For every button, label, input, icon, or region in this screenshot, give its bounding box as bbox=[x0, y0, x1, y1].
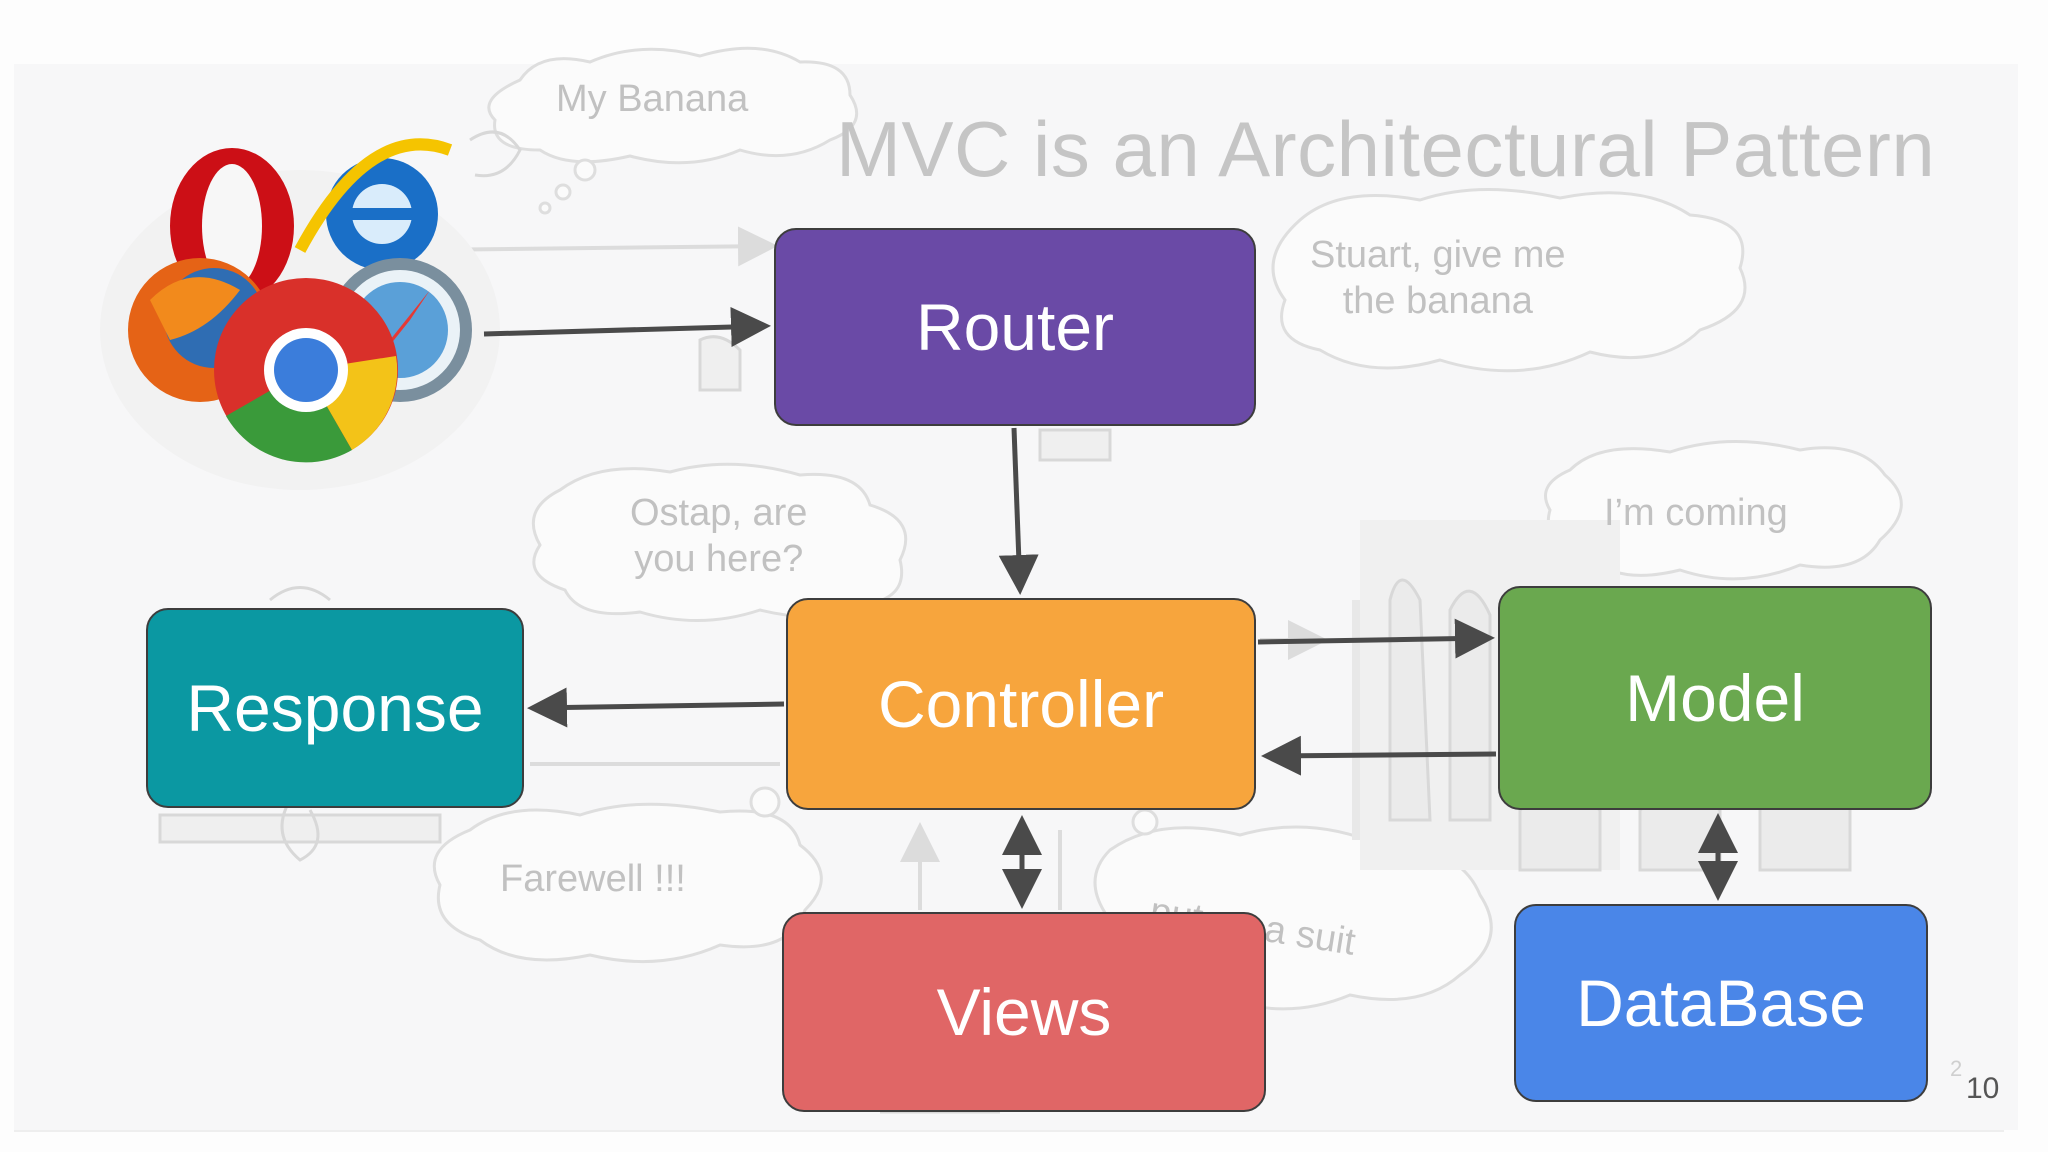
arrow-controller-to-response bbox=[527, 687, 785, 728]
response-label: Response bbox=[186, 671, 484, 745]
slide-bottom-divider bbox=[14, 1130, 2004, 1132]
database-node: DataBase bbox=[1514, 904, 1928, 1102]
controller-node: Controller bbox=[786, 598, 1256, 810]
arrow-controller-to-model bbox=[1257, 618, 1495, 659]
controller-label: Controller bbox=[877, 667, 1165, 741]
views-label: Views bbox=[936, 975, 1112, 1049]
cloud-text-farewell: Farewell !!! bbox=[500, 858, 686, 900]
cloud-text-ostap: Ostap, are you here? bbox=[630, 492, 808, 580]
views-node: Views bbox=[782, 912, 1266, 1112]
cloud-text-coming: I’m coming bbox=[1604, 492, 1788, 534]
internet-explorer-icon bbox=[294, 138, 453, 270]
router-label: Router bbox=[915, 290, 1115, 364]
arrow-browser-to-router bbox=[483, 307, 771, 347]
page-superscript: 2 bbox=[1950, 1056, 1963, 1081]
cloud-text-stuart: Stuart, give me the banana bbox=[1310, 234, 1566, 322]
model-node: Model bbox=[1498, 586, 1932, 810]
slide-title: MVC is an Architectural Pattern bbox=[836, 105, 1936, 193]
response-node: Response bbox=[146, 608, 524, 808]
model-label: Model bbox=[1625, 661, 1805, 735]
cloud-text-my-banana: My Banana bbox=[556, 78, 749, 120]
page-number: 10 bbox=[1966, 1072, 2000, 1105]
chrome-icon bbox=[214, 278, 398, 463]
router-node: Router bbox=[774, 228, 1256, 426]
arrow-model-to-controller bbox=[1261, 735, 1497, 776]
arrow-router-to-controller bbox=[998, 427, 1039, 595]
database-label: DataBase bbox=[1576, 966, 1866, 1040]
